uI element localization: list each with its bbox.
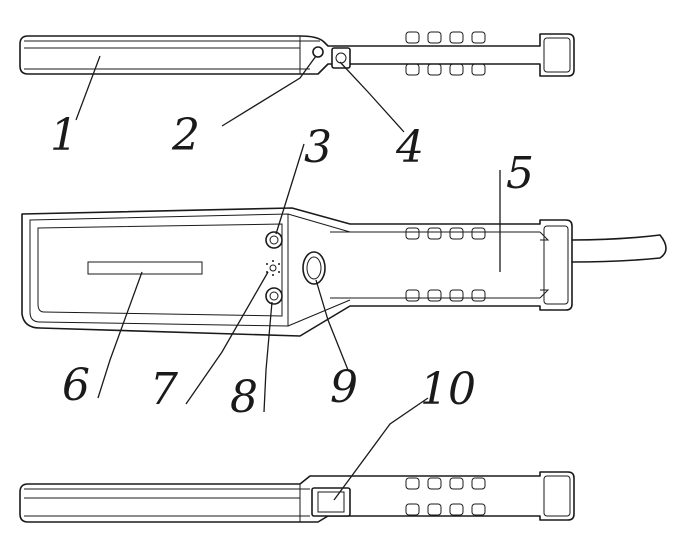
leader-7 [185,271,269,405]
leader-6 [97,271,143,399]
callout-1: 1 [50,110,78,161]
callout-9: 9 [330,362,358,413]
side-view-bottom [19,471,575,523]
front-view [21,207,667,337]
callout-8: 8 [230,372,258,423]
speaker-holes [266,260,280,276]
leader-10 [333,397,429,501]
grip-ridges-front [405,227,486,302]
callout-2: 2 [171,110,200,161]
callout-5: 5 [506,148,534,199]
display-window [87,261,203,275]
leader-lines [75,55,501,501]
callout-3: 3 [304,122,332,173]
sensitivity-knob[interactable] [265,231,283,249]
callout-10: 10 [420,364,476,415]
callout-4: 4 [395,122,424,173]
callout-numbers: 1 2 3 4 5 6 7 8 9 10 [50,110,534,423]
callout-7: 7 [150,364,178,415]
leader-9 [315,279,349,371]
trigger-button[interactable] [302,251,326,285]
power-switch-side [331,47,351,69]
side-view-top [19,31,575,77]
indicator-light-side [312,46,324,58]
leader-8 [263,301,273,413]
grip-ridges-top [405,31,486,76]
leader-1 [75,55,101,121]
battery-cover [311,487,351,517]
leader-2 [221,55,317,127]
grip-ridges-bottom [405,477,486,516]
leader-4 [339,61,405,133]
callout-6: 6 [62,360,90,411]
reset-button[interactable] [265,287,283,305]
leader-3 [275,143,305,235]
